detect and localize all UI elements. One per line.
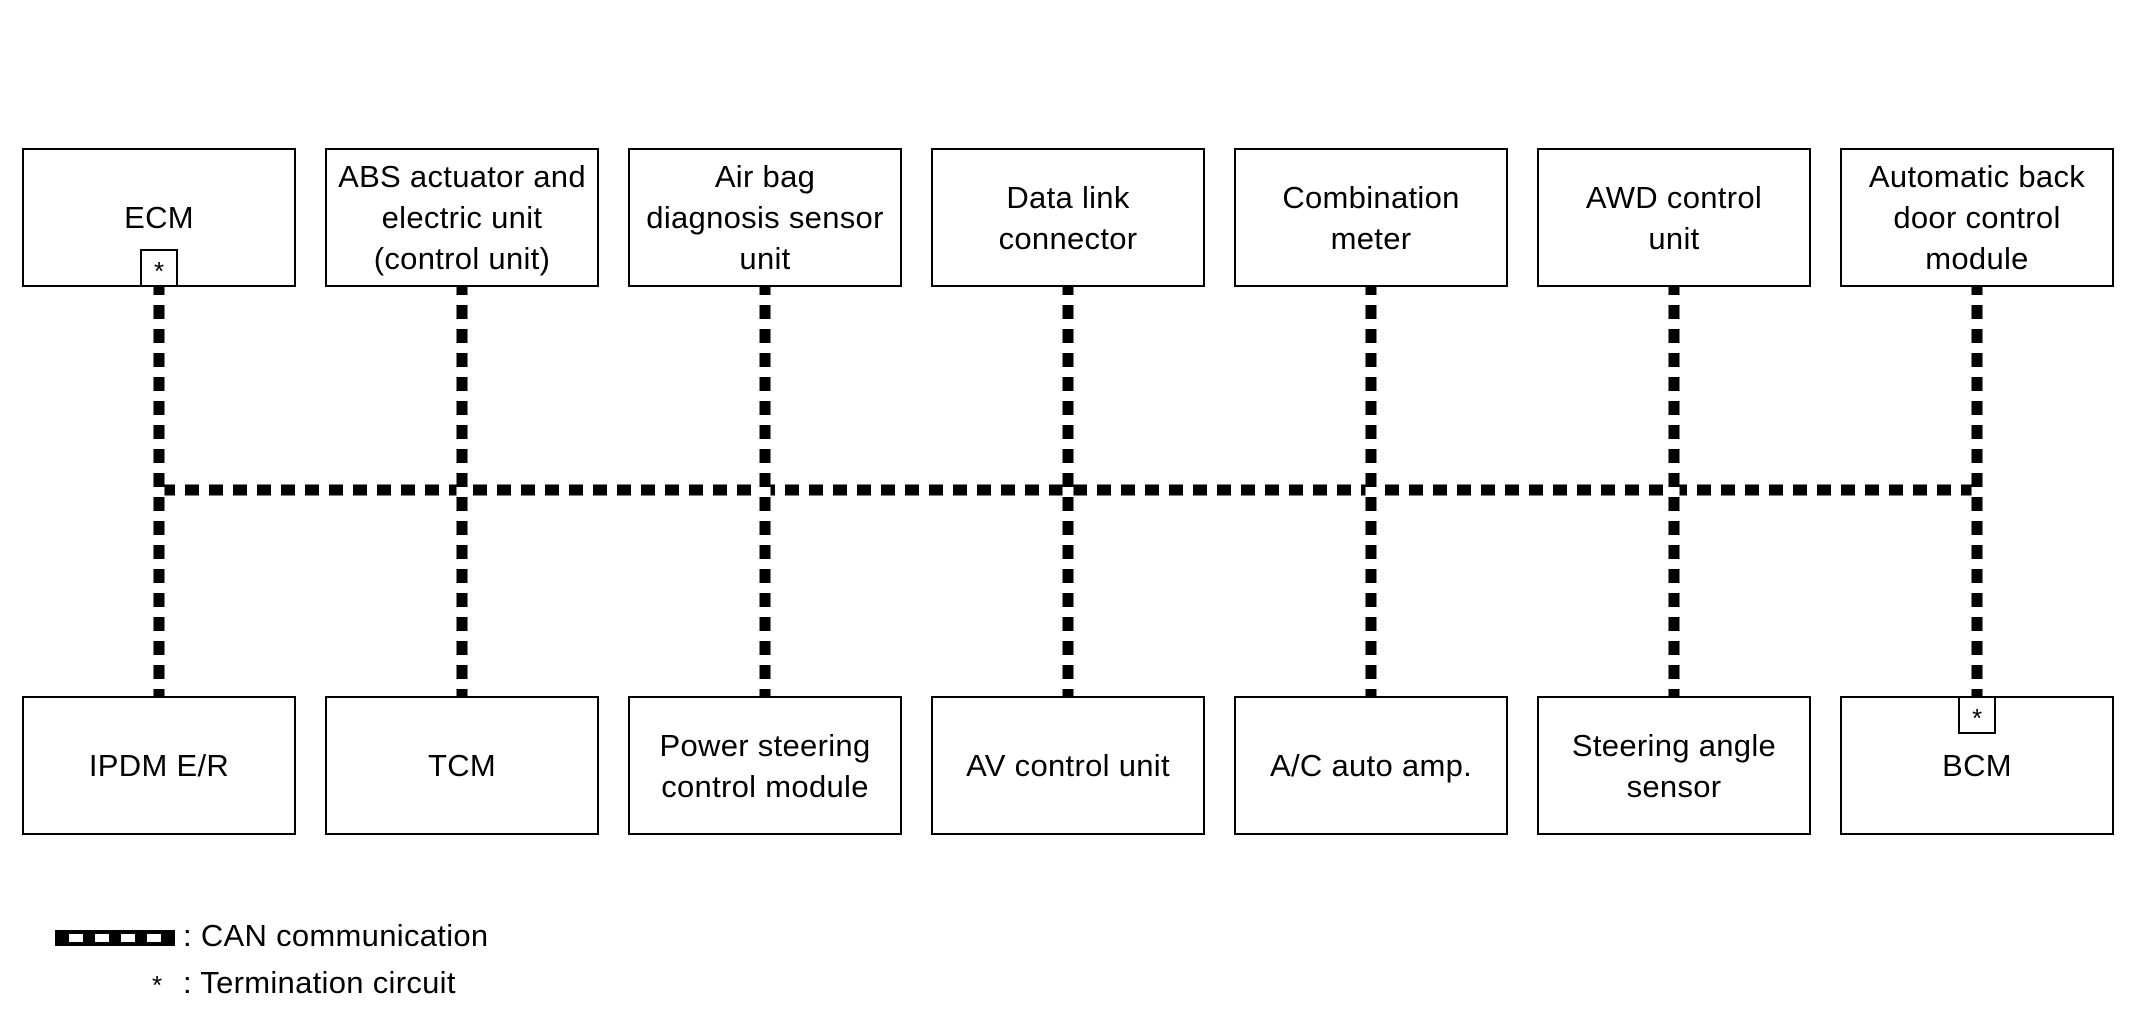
can-legend-line-icon (55, 930, 175, 946)
can-bus-branch-top-5 (1365, 287, 1377, 490)
can-bus-branch-top-3 (759, 287, 771, 490)
can-bus-branch-bottom-1 (153, 490, 165, 696)
legend-termination-symbol: * (152, 970, 163, 1000)
termination-circuit-marker: * (1958, 696, 1996, 734)
module-label: Steering angle sensor (1571, 727, 1777, 804)
module-box-bottom-4: AV control unit (931, 696, 1205, 835)
module-box-top-4: Data link connector (931, 148, 1205, 287)
module-label: Power steering control module (659, 727, 871, 804)
can-bus-lines (153, 287, 1983, 696)
can-bus-branch-bottom-5 (1365, 490, 1377, 696)
module-label: A/C auto amp. (1269, 748, 1473, 783)
can-bus-branch-top-4 (1062, 287, 1074, 490)
can-bus-branch-top-2 (456, 287, 468, 490)
module-label: AWD control unit (1585, 179, 1763, 256)
module-label: Combination meter (1282, 179, 1460, 256)
module-label: Data link connector (998, 179, 1138, 256)
legend-can-label: : CAN communication (183, 918, 489, 953)
module-label: TCM (427, 748, 497, 783)
can-bus-branch-top-1 (153, 287, 165, 490)
module-label: AV control unit (966, 748, 1170, 783)
module-label: ABS actuator and electric unit (control … (338, 159, 586, 276)
module-box-top-6: AWD control unit (1537, 148, 1811, 287)
termination-circuit-marker: * (140, 249, 178, 287)
module-box-top-2: ABS actuator and electric unit (control … (325, 148, 599, 287)
can-bus-branch-bottom-3 (759, 490, 771, 696)
module-box-bottom-5: A/C auto amp. (1234, 696, 1508, 835)
can-bus-branch-bottom-7 (1971, 490, 1983, 696)
can-bus-branch-bottom-4 (1062, 490, 1074, 696)
module-box-top-3: Air bag diagnosis sensor unit (628, 148, 902, 287)
module-box-bottom-6: Steering angle sensor (1537, 696, 1811, 835)
module-box-bottom-3: Power steering control module (628, 696, 902, 835)
legend-termination-label: : Termination circuit (183, 965, 456, 1000)
module-box-bottom-1: IPDM E/R (22, 696, 296, 835)
module-box-top-7: Automatic back door control module (1840, 148, 2114, 287)
module-label: ECM (124, 200, 194, 235)
module-label: Air bag diagnosis sensor unit (646, 159, 884, 276)
module-box-bottom-2: TCM (325, 696, 599, 835)
module-label: Automatic back door control module (1868, 159, 2086, 276)
can-bus-branch-top-7 (1971, 287, 1983, 490)
module-label: BCM (1942, 748, 2012, 783)
module-box-top-5: Combination meter (1234, 148, 1508, 287)
can-bus-branch-bottom-6 (1668, 490, 1680, 696)
can-bus-branch-bottom-2 (456, 490, 468, 696)
module-label: IPDM E/R (88, 748, 230, 783)
can-bus-branch-top-6 (1668, 287, 1680, 490)
